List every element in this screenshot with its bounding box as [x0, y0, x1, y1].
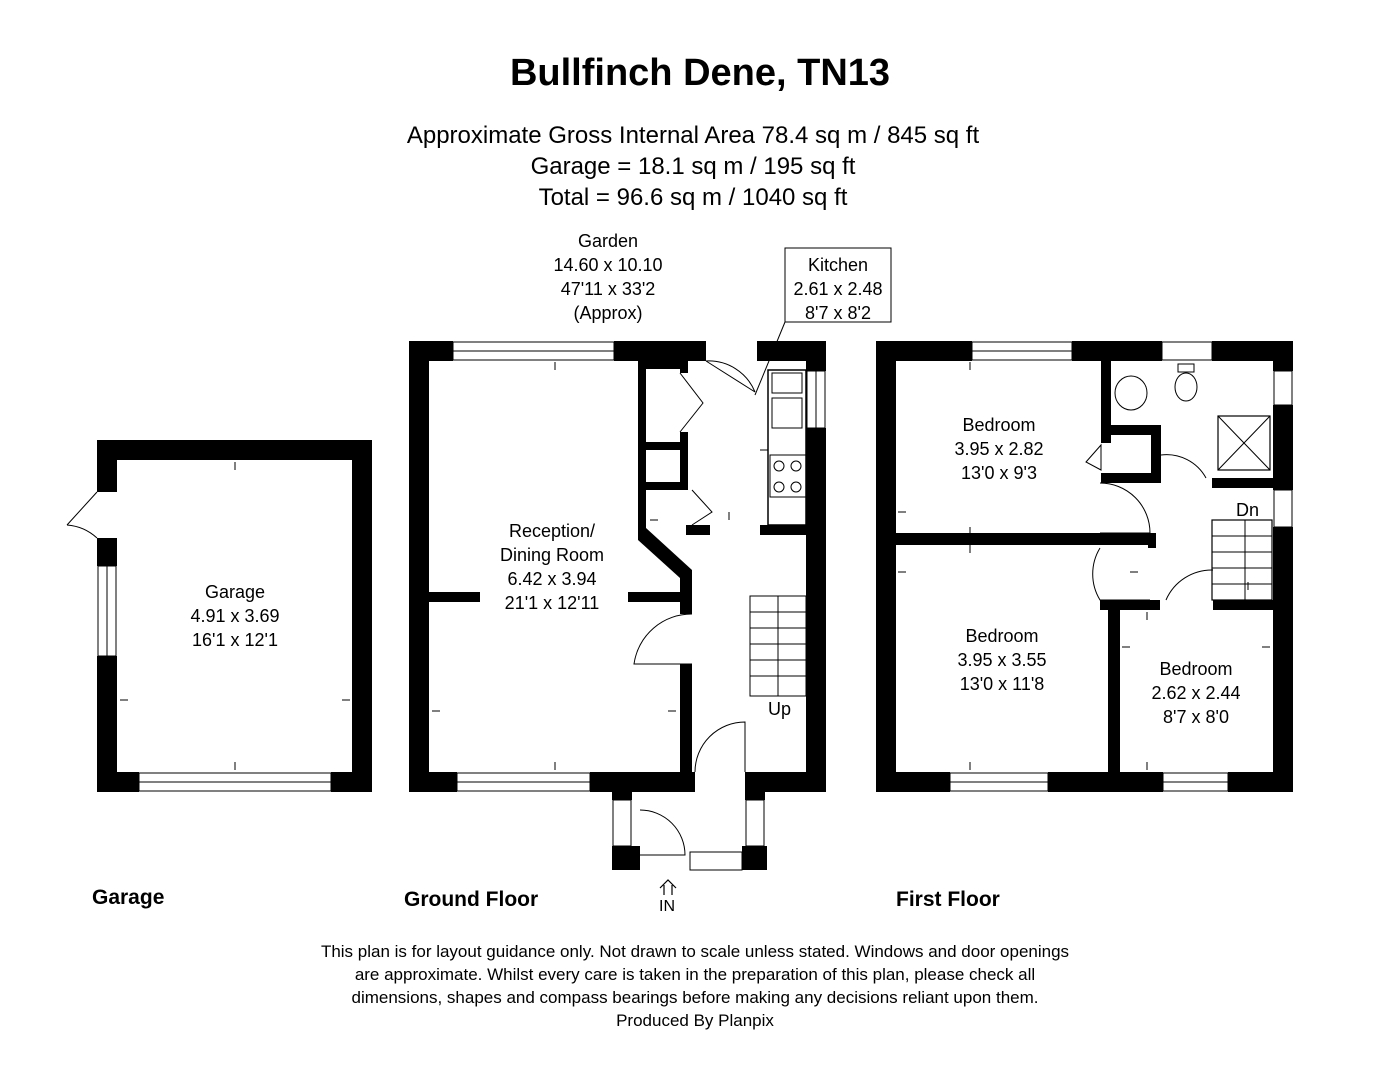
garden-label: Garden 14.60 x 10.10 47'11 x 33'2 (Appro…	[553, 229, 662, 325]
kitchen-metric: 2.61 x 2.48	[793, 279, 883, 299]
first-floor-label: First Floor	[896, 888, 1000, 911]
garage-name: Garage	[204, 582, 266, 602]
garden-note: (Approx)	[573, 303, 643, 323]
bedroom-1-name: Bedroom	[962, 415, 1036, 435]
garage-imperial: 16'1 x 12'1	[192, 630, 278, 650]
bedroom-2-name: Bedroom	[965, 626, 1039, 646]
disclaimer-line-3: dimensions, shapes and compass bearings …	[351, 988, 1039, 1007]
disclaimer: This plan is for layout guidance only. N…	[0, 940, 1381, 1032]
bedroom-1-label: Bedroom 3.95 x 2.82 13'0 x 9'3	[954, 413, 1043, 485]
total-area-text: Total = 96.6 sq m / 1040 sq ft	[538, 184, 848, 211]
producer-credit: Produced By Planpix	[616, 1011, 774, 1030]
bedroom-1-imperial: 13'0 x 9'3	[961, 463, 1037, 483]
reception-name-2: Dining Room	[499, 545, 605, 565]
first-floor-walls	[876, 341, 1293, 792]
entrance-arrow-icon	[659, 879, 677, 895]
bedroom-3-metric: 2.62 x 2.44	[1151, 683, 1241, 703]
garage-area-text: Garage = 18.1 sq m / 195 sq ft	[530, 153, 856, 180]
entrance-label: IN	[659, 898, 675, 915]
reception-metric: 6.42 x 3.94	[507, 569, 597, 589]
bedroom-2-metric: 3.95 x 3.55	[957, 650, 1047, 670]
kitchen-imperial: 8'7 x 8'2	[805, 303, 871, 323]
bedroom-2-imperial: 13'0 x 11'8	[959, 674, 1045, 694]
garage-metric: 4.91 x 3.69	[190, 606, 280, 626]
ground-floor-label: Ground Floor	[404, 888, 539, 911]
garage-walls	[97, 440, 372, 792]
garage-floor-label: Garage	[92, 886, 165, 909]
stairs-down-label: Dn	[1236, 500, 1260, 520]
bedroom-3-label: Bedroom 2.62 x 2.44 8'7 x 8'0	[1151, 657, 1240, 729]
kitchen-name: Kitchen	[807, 255, 869, 275]
kitchen-label: Kitchen 2.61 x 2.48 8'7 x 8'2	[793, 253, 882, 325]
stairs-up-label: Up	[768, 699, 792, 719]
garage-room-label: Garage 4.91 x 3.69 16'1 x 12'1	[190, 580, 279, 652]
disclaimer-line-2: are approximate. Whilst every care is ta…	[354, 965, 1036, 984]
bedroom-3-name: Bedroom	[1159, 659, 1233, 679]
garden-name: Garden	[577, 231, 639, 251]
bedroom-3-imperial: 8'7 x 8'0	[1163, 707, 1229, 727]
garden-imperial: 47'11 x 33'2	[560, 279, 656, 299]
reception-name-1: Reception/	[508, 521, 596, 541]
reception-label: Reception/ Dining Room 6.42 x 3.94 21'1 …	[500, 519, 604, 615]
bedroom-1-metric: 3.95 x 2.82	[954, 439, 1044, 459]
garden-metric: 14.60 x 10.10	[553, 255, 663, 275]
reception-imperial: 21'1 x 12'11	[504, 593, 600, 613]
ground-floor-walls	[409, 341, 826, 870]
plan-title: Bullfinch Dene, TN13	[509, 52, 891, 94]
disclaimer-line-1: This plan is for layout guidance only. N…	[320, 942, 1070, 961]
gross-area-text: Approximate Gross Internal Area 78.4 sq …	[406, 122, 980, 149]
bedroom-2-label: Bedroom 3.95 x 3.55 13'0 x 11'8	[957, 624, 1046, 696]
